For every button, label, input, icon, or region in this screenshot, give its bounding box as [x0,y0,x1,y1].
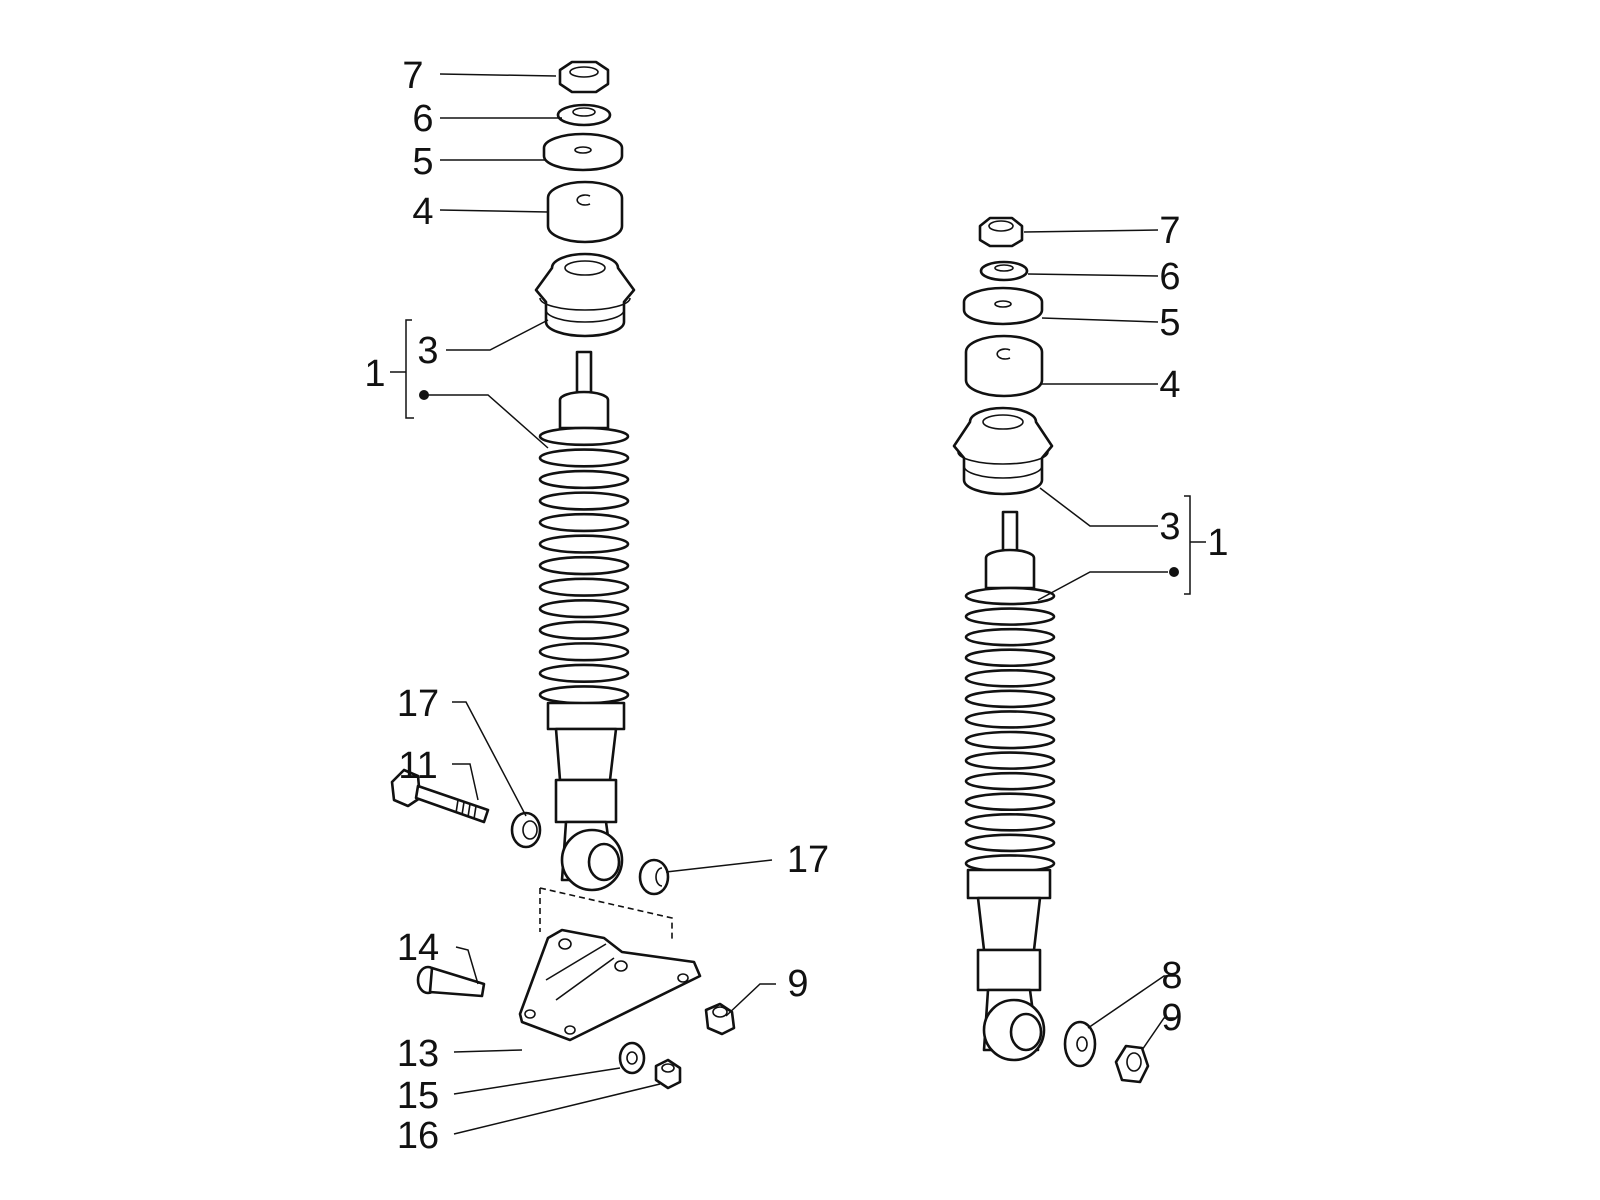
left-nut-part-9 [704,1002,736,1036]
left-shock-assembly [390,60,736,1090]
left-bracket-part-13 [518,928,702,1042]
left-label-1: 1 [364,353,385,395]
left-bushing-part-17b [638,858,670,896]
right-label-7: 7 [1159,210,1180,252]
right-label-5: 5 [1159,302,1180,344]
left-screw-part-14 [416,965,486,998]
right-spring-washer-part-6 [979,260,1029,282]
left-label-6: 6 [412,98,433,140]
left-rubber-bushing-part-4 [546,180,624,244]
left-label-14: 14 [397,927,439,969]
left-label-17a: 17 [397,683,439,725]
left-upper-mount-part-3 [534,252,636,338]
right-label-3: 3 [1159,506,1180,548]
right-label-1: 1 [1207,522,1228,564]
left-label-13: 13 [397,1033,439,1075]
left-washer-part-5 [542,132,624,172]
left-label-17b: 17 [787,839,829,881]
left-label-11: 11 [398,745,437,787]
right-label-9: 9 [1161,997,1182,1039]
left-label-4: 4 [412,191,433,233]
left-label-5: 5 [412,141,433,183]
left-bushing-part-17a [510,811,542,849]
left-label-15: 15 [397,1075,439,1117]
left-shock-absorber-body [538,350,630,892]
left-bolt-part-11 [390,768,490,824]
right-shock-assembly [952,216,1150,1084]
left-label-3: 3 [417,330,438,372]
right-label-8: 8 [1161,955,1182,997]
part-number-labels: 7 6 5 4 3 1 17 11 17 14 9 13 15 16 7 6 5… [364,55,1228,1157]
leader-lines [390,73,1206,1135]
right-label-6: 6 [1159,256,1180,298]
right-upper-mount-part-3 [952,406,1054,496]
left-label-9: 9 [787,963,808,1005]
right-shock-absorber-body [964,510,1056,1062]
left-nut-part-16 [654,1058,682,1090]
right-label-4: 4 [1159,364,1180,406]
right-washer-part-5 [962,286,1044,326]
left-label-7: 7 [402,55,423,97]
right-rubber-bushing-part-4 [964,334,1044,398]
left-label-16: 16 [397,1115,439,1157]
right-nut-part-9 [1114,1044,1150,1084]
left-nut-part-7 [558,60,610,94]
right-washer-part-8 [1063,1020,1097,1068]
left-washer-part-15 [618,1041,646,1075]
left-spring-washer-part-6 [556,103,612,127]
right-nut-part-7 [978,216,1024,248]
